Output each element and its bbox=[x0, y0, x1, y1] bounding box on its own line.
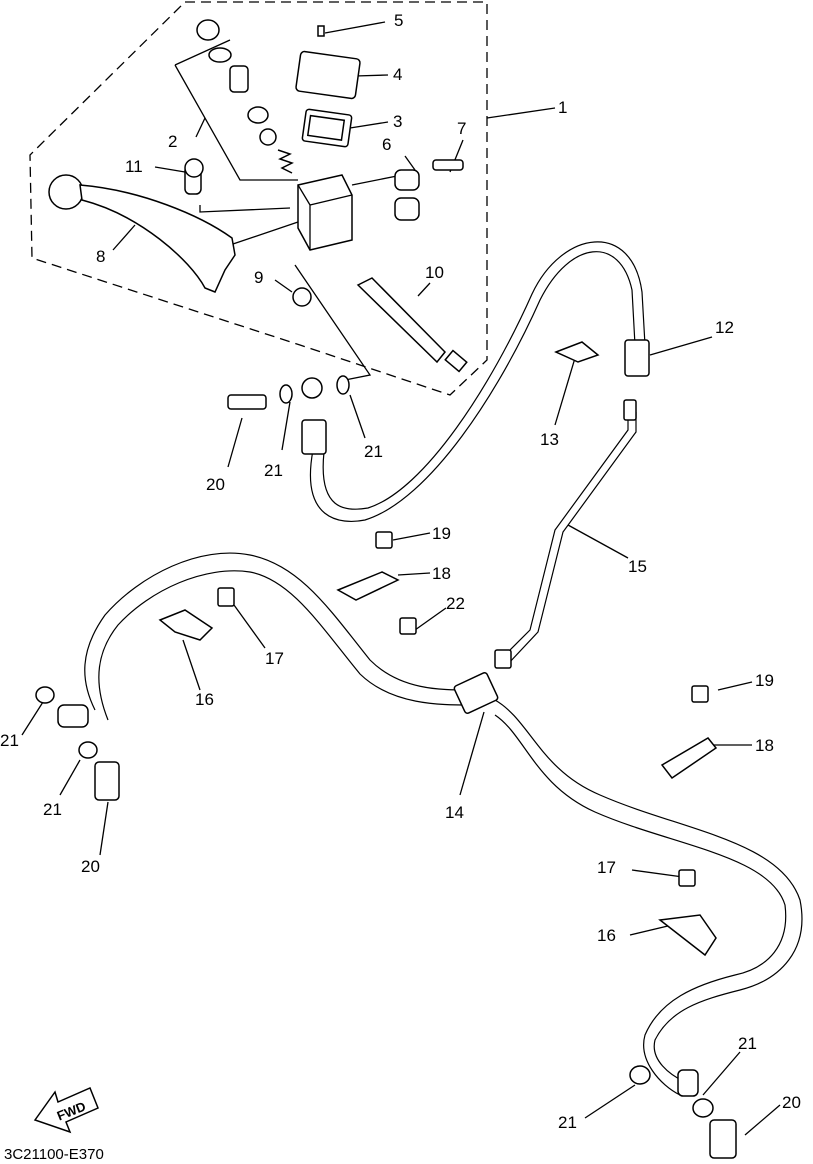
callout-14: 14 bbox=[445, 803, 464, 822]
callout-21-bottom-left: 21 bbox=[558, 1113, 577, 1132]
callout-3: 3 bbox=[393, 112, 402, 131]
callout-12: 12 bbox=[715, 318, 734, 337]
brake-pipe bbox=[494, 399, 637, 669]
callout-15: 15 bbox=[628, 557, 647, 576]
callout-1: 1 bbox=[558, 98, 567, 117]
callout-17-upper: 17 bbox=[265, 649, 284, 668]
callout-20-right: 20 bbox=[782, 1093, 801, 1112]
callout-21-upper-left: 21 bbox=[264, 461, 283, 480]
callout-20-upper: 20 bbox=[206, 475, 225, 494]
callout-21-left-bottom: 21 bbox=[43, 800, 62, 819]
callout-13: 13 bbox=[540, 430, 559, 449]
callout-16-lower: 16 bbox=[597, 926, 616, 945]
callout-16-upper: 16 bbox=[195, 690, 214, 709]
callout-17-lower: 17 bbox=[597, 858, 616, 877]
callout-22: 22 bbox=[446, 594, 465, 613]
upper-hose bbox=[227, 241, 650, 523]
fwd-arrow: FWD bbox=[33, 1087, 99, 1134]
callout-7: 7 bbox=[457, 119, 466, 138]
callout-19-lower: 19 bbox=[755, 671, 774, 690]
lower-hoses bbox=[35, 552, 803, 1159]
callout-10: 10 bbox=[425, 263, 444, 282]
callout-21-bottom-right: 21 bbox=[738, 1034, 757, 1053]
callout-9: 9 bbox=[254, 268, 263, 287]
master-cylinder-parts bbox=[48, 19, 468, 373]
callout-21-left-top: 21 bbox=[0, 731, 19, 750]
callout-20-left: 20 bbox=[81, 857, 100, 876]
callout-2: 2 bbox=[168, 132, 177, 151]
callout-19-upper: 19 bbox=[432, 524, 451, 543]
clamps-and-bolts bbox=[158, 531, 718, 957]
callout-8: 8 bbox=[96, 247, 105, 266]
callout-4: 4 bbox=[393, 65, 402, 84]
callout-labels: 1 2 3 4 5 6 7 8 9 10 11 12 13 14 15 16 1… bbox=[0, 11, 801, 1132]
callout-18-lower: 18 bbox=[755, 736, 774, 755]
callout-21-upper-right: 21 bbox=[364, 442, 383, 461]
callout-18-upper: 18 bbox=[432, 564, 451, 583]
callout-11: 11 bbox=[125, 157, 143, 176]
callout-6: 6 bbox=[382, 135, 391, 154]
assembly-boundary bbox=[29, 1, 488, 396]
leader-lines bbox=[21, 21, 781, 1136]
callout-5: 5 bbox=[394, 11, 403, 30]
diagram-code: 3C21100-E370 bbox=[4, 1146, 104, 1163]
